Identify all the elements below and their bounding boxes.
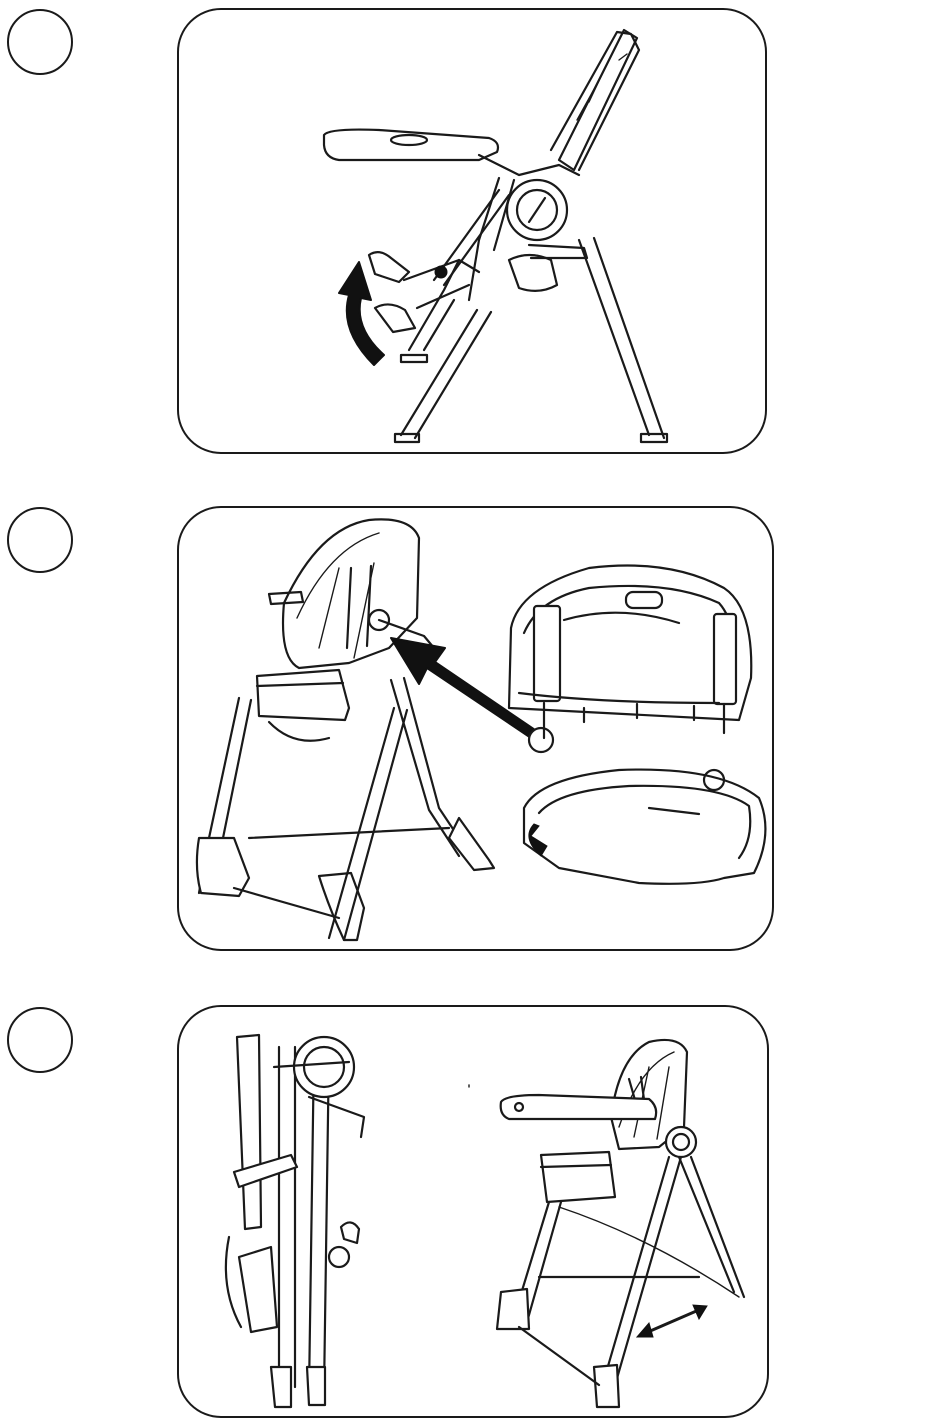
step-1-panel	[177, 8, 767, 454]
double-arrow-icon	[637, 1305, 707, 1337]
step-1-illustration	[179, 10, 767, 454]
step-3-illustration	[179, 1007, 769, 1418]
step-2-number-circle	[7, 507, 73, 573]
step-2-illustration	[179, 508, 774, 951]
step-3-number-circle	[7, 1007, 73, 1073]
step-1-number-circle	[7, 9, 73, 75]
step-2-panel	[177, 506, 774, 951]
step-3-panel	[177, 1005, 769, 1418]
curved-arrow-icon	[339, 262, 384, 365]
